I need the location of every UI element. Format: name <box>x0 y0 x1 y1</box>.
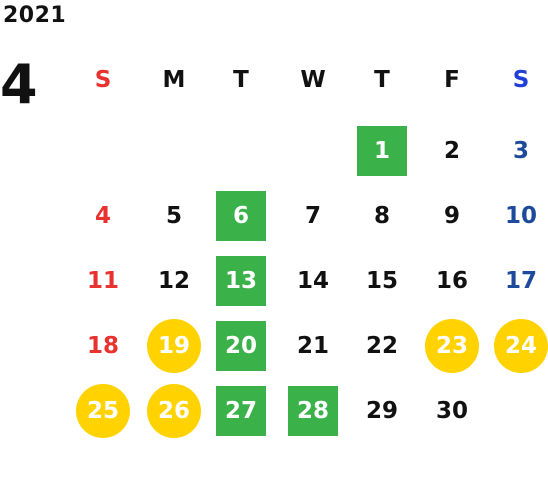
day-cell: 23 <box>425 319 479 373</box>
day-cell: 4 <box>94 203 111 229</box>
day-cell: 29 <box>365 398 398 424</box>
weekday-header: T <box>374 67 390 93</box>
day-cell: 8 <box>373 203 390 229</box>
day-cell: 17 <box>504 268 537 294</box>
day-cell: 15 <box>365 268 398 294</box>
day-cell: 21 <box>296 333 329 359</box>
day-cell: 12 <box>157 268 190 294</box>
day-cell: 22 <box>365 333 398 359</box>
day-cell: 26 <box>147 384 201 438</box>
day-cell: 30 <box>435 398 468 424</box>
day-cell: 25 <box>76 384 130 438</box>
day-cell: 1 <box>357 126 407 176</box>
day-cell: 13 <box>216 256 266 306</box>
day-cell: 10 <box>504 203 537 229</box>
day-cell: 11 <box>86 268 119 294</box>
day-cell: 9 <box>443 203 460 229</box>
day-cell: 18 <box>86 333 119 359</box>
year-label: 2021 <box>3 3 67 28</box>
day-cell: 16 <box>435 268 468 294</box>
weekday-header: W <box>300 67 326 93</box>
day-cell: 27 <box>216 386 266 436</box>
day-cell: 20 <box>216 321 266 371</box>
day-cell: 6 <box>216 191 266 241</box>
day-cell: 2 <box>443 138 460 164</box>
day-cell: 28 <box>288 386 338 436</box>
weekday-header: S <box>512 67 530 93</box>
month-number: 4 <box>0 53 38 116</box>
weekday-header: T <box>233 67 249 93</box>
weekday-header: F <box>444 67 460 93</box>
day-cell: 14 <box>296 268 329 294</box>
weekday-header: M <box>162 67 186 93</box>
day-cell: 3 <box>512 138 529 164</box>
day-cell: 19 <box>147 319 201 373</box>
day-cell: 7 <box>304 203 321 229</box>
day-cell: 24 <box>494 319 548 373</box>
weekday-header: S <box>94 67 112 93</box>
day-cell: 5 <box>165 203 182 229</box>
